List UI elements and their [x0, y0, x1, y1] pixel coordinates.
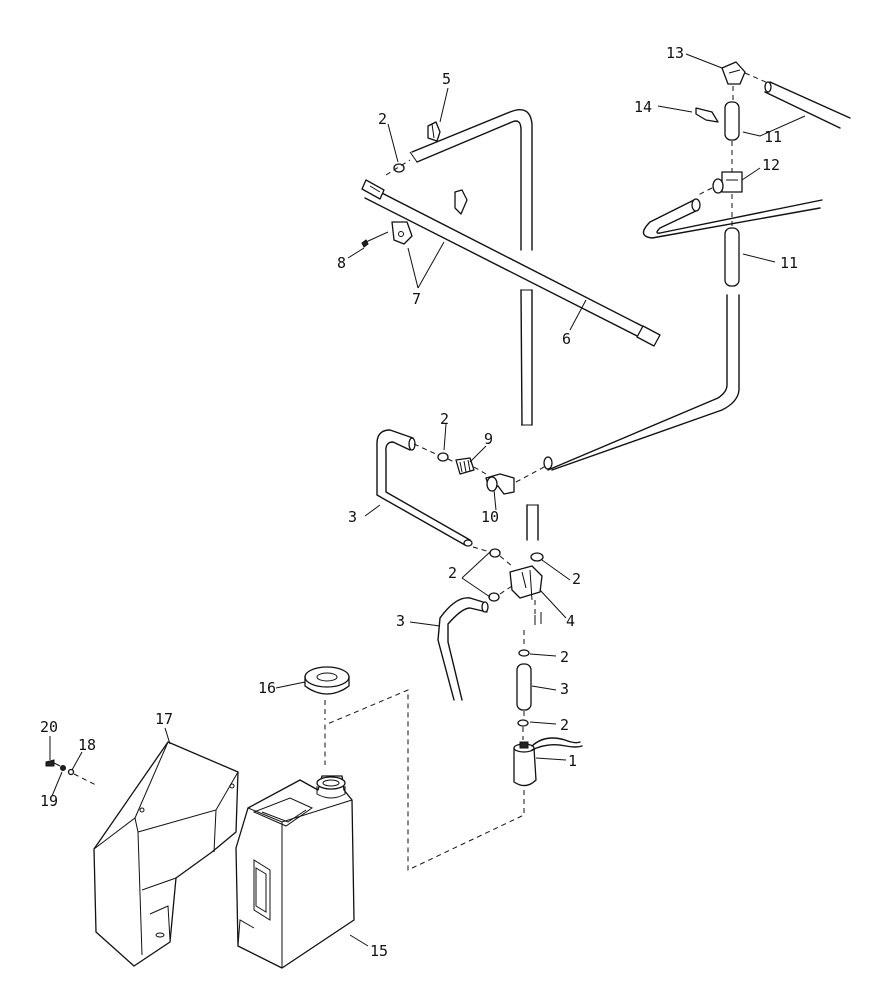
- callout-3-lower: 3: [560, 680, 569, 698]
- part-16-cap: [304, 666, 350, 695]
- part-17-shield: [93, 741, 239, 967]
- grommet-2-lower-a: [518, 649, 530, 657]
- callout-9: 9: [484, 430, 493, 448]
- callout-16: 16: [258, 679, 276, 697]
- v-bend-tube: [642, 198, 823, 239]
- callout-10: 10: [481, 508, 499, 526]
- long-diagonal-tube: [543, 294, 740, 471]
- callout-13: 13: [666, 44, 684, 62]
- callout-20: 20: [40, 718, 58, 736]
- upper-bend-tube: [409, 109, 533, 426]
- part-8-screw: [361, 231, 389, 248]
- callout-15: 15: [370, 942, 388, 960]
- part-20-screw: [45, 759, 61, 767]
- callout-17: 17: [155, 710, 173, 728]
- part-12-tee: [712, 171, 743, 194]
- callout-2-lower-b: 2: [560, 716, 569, 734]
- callout-14: 14: [634, 98, 652, 116]
- part-4-connector: [509, 565, 543, 601]
- part-6-tube: [361, 179, 661, 347]
- callout-4: 4: [566, 612, 575, 630]
- part-5-clip: [427, 121, 441, 142]
- part-18-washer: [67, 768, 75, 776]
- callout-2-lower-a: 2: [560, 648, 569, 666]
- part-9-fitting: [455, 457, 475, 475]
- part-14-clip: [695, 107, 719, 123]
- upper-right-tube: [764, 81, 851, 129]
- leader-lines: [49, 53, 806, 947]
- part-15-tank: [235, 775, 355, 969]
- callout-labels: 13 14 11 12 11 5 2 7 8 6 2 9 10 3 2 2 4 …: [40, 44, 798, 960]
- part-3-lower-left: [437, 597, 489, 701]
- callout-12: 12: [762, 156, 780, 174]
- callout-18: 18: [78, 736, 96, 754]
- callout-2-mid: 2: [440, 410, 449, 428]
- callout-19: 19: [40, 792, 58, 810]
- callout-1: 1: [568, 752, 577, 770]
- callout-11-lower: 11: [780, 254, 798, 272]
- part-3-loop-upper: [376, 429, 473, 547]
- callout-5: 5: [442, 70, 451, 88]
- grommet-2-mid: [437, 452, 449, 462]
- part-7-bracket: [391, 221, 413, 245]
- grommet-2-left-lower: [488, 592, 500, 602]
- callout-3-upper: 3: [348, 508, 357, 526]
- callout-2-left: 2: [448, 564, 457, 582]
- callout-2-right: 2: [572, 570, 581, 588]
- callout-2-upper: 2: [378, 110, 387, 128]
- callout-3-lower-left: 3: [396, 612, 405, 630]
- short-vertical-tube: [526, 504, 539, 541]
- callout-7: 7: [412, 290, 421, 308]
- grommet-2-right: [530, 552, 544, 562]
- callout-8: 8: [337, 254, 346, 272]
- part-19-washer: [60, 765, 66, 771]
- callout-6: 6: [562, 330, 571, 348]
- part-11-hose-lower: [724, 227, 740, 287]
- part-1-pump: [513, 737, 583, 787]
- part-3-short-vertical: [516, 663, 532, 711]
- grommet-2-lower-b: [517, 719, 529, 727]
- grommet-2-upper: [393, 163, 405, 173]
- part-13-elbow: [721, 61, 746, 85]
- tube-clip: [454, 189, 468, 215]
- grommet-2-left-upper: [489, 548, 501, 558]
- part-11-hose-upper: [724, 101, 740, 141]
- part-10-elbow: [485, 473, 515, 495]
- callout-11-upper: 11: [764, 128, 782, 146]
